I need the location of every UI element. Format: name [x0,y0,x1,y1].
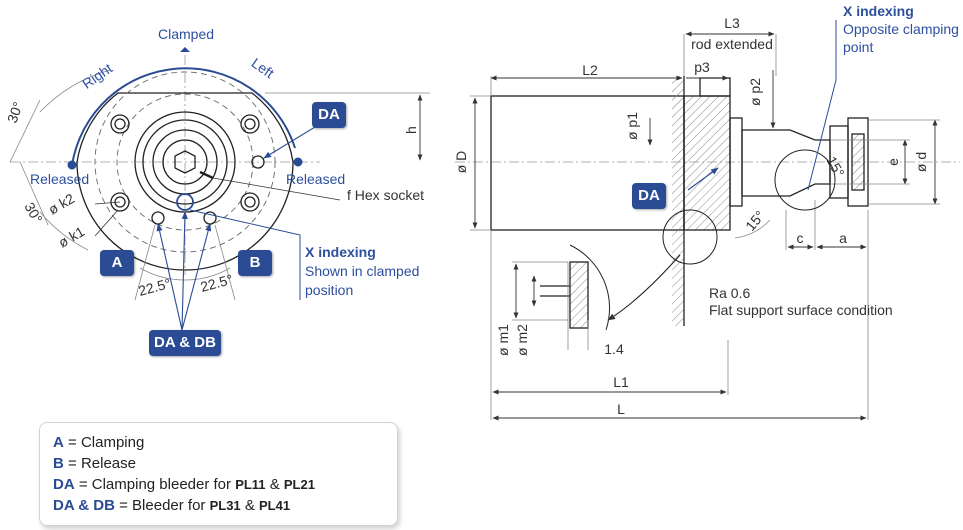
legend-model: PL11 [235,477,266,492]
legend-text: = Bleeder for [114,497,210,514]
legend-text: = Clamping bleeder for [74,476,236,493]
legend-separator: & [265,476,284,493]
legend-model: PL21 [283,477,315,492]
h-label: h [403,126,419,134]
k1-label: ø k1 [56,223,88,251]
m2-label: ø m2 [514,324,530,356]
a-badge: A [100,250,134,276]
l3-label: L3 [724,15,740,31]
k2-label: ø k2 [46,190,78,218]
legend-row-b: B = Release [53,455,136,472]
d-label: ø d [913,152,929,172]
ra-label: Ra 0.6 [709,285,750,301]
p1-label: ø p1 [624,112,640,140]
angle-15-a-label: 15° [823,154,847,180]
rod-extended-label: rod extended [691,36,773,52]
l1-label: L1 [613,374,629,390]
clamped-label: Clamped [158,26,214,42]
right-label: Right [79,60,115,92]
da-db-badge: DA & DB [149,330,221,356]
legend-row-a: A = Clamping [53,434,144,451]
d-outer-label: ø D [453,151,469,174]
released-left-label: Released [30,171,89,187]
legend-text: = Clamping [63,434,145,451]
x-indexing-right-line1: Opposite clamping [843,21,959,37]
angle-15-b-label: 15° [742,207,768,234]
m1-label: ø m1 [495,324,511,356]
da-right-badge: DA [632,183,666,209]
x-indexing-leader-right [807,20,837,191]
x-indexing-leader-left [189,209,301,300]
f-hex-label: f Hex socket [347,187,424,203]
da-right-leader [687,167,719,191]
legend-text: = Release [63,455,136,472]
rotation-arc [67,47,303,170]
x-indexing-right-title: X indexing [843,3,914,19]
legend-key: DA [53,476,75,493]
da-db-leaders [156,123,321,331]
l2-label: L2 [582,62,598,78]
x-indexing-right-line2: point [843,39,873,55]
legend-row-da: DA = Clamping bleeder for PL11 & PL21 [53,476,315,493]
legend-key: A [53,434,64,451]
e-label: e [885,158,901,166]
p3-label: p3 [694,59,710,75]
left-label: Left [249,55,277,82]
legend-model: PL41 [259,498,291,513]
l-label: L [617,401,625,417]
legend-separator: & [240,497,260,514]
angle-22-5-left-label: 22.5° [137,275,173,299]
a-label: a [839,230,847,246]
legend-row-da-db: DA & DB = Bleeder for PL31 & PL41 [53,497,290,514]
angle-30-bottom-label: 30° [21,200,45,226]
legend-key: DA & DB [53,497,115,514]
x-indexing-left-line2: position [305,282,353,298]
b-badge: B [238,250,272,276]
side-view [455,31,960,421]
flat-support-label: Flat support surface condition [709,302,893,318]
angle-30-top-label: 30° [4,100,26,125]
released-right-label: Released [286,171,345,187]
legend-key: B [53,455,64,472]
da-left-badge: DA [312,102,346,128]
x-indexing-left-line1: Shown in clamped [305,263,419,279]
legend-model: PL31 [209,498,241,513]
x-indexing-left-title: X indexing [305,244,376,260]
c-label: c [797,230,804,246]
dimension-1-4-label: 1.4 [604,341,624,357]
legend-box: A = Clamping B = Release DA = Clamping b… [39,422,398,526]
p2-label: ø p2 [747,78,763,106]
angle-22-5-right-label: 22.5° [199,271,235,295]
